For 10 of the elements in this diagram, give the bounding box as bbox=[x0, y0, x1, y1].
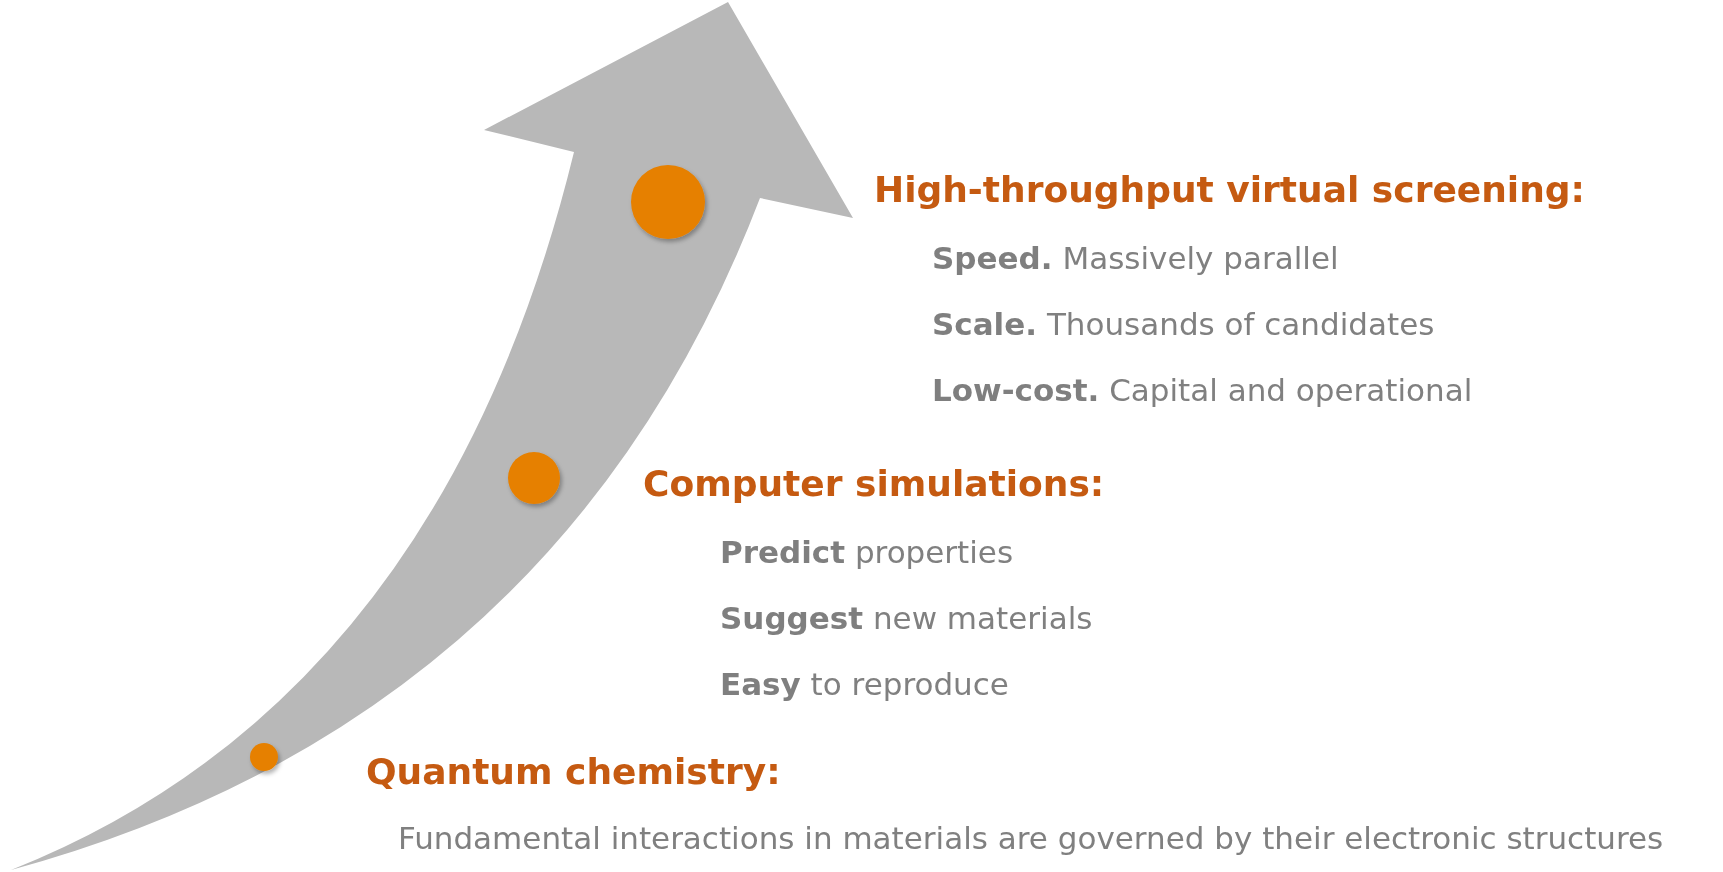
section-heading: Quantum chemistry: bbox=[366, 750, 781, 794]
section-heading: High-throughput virtual screening: bbox=[874, 168, 1585, 212]
description-text: Fundamental interactions in materials are governed by their electronic structures bbox=[398, 820, 1664, 858]
feature-item: Predict properties bbox=[720, 534, 1014, 572]
section-heading: Computer simulations: bbox=[643, 462, 1105, 506]
feature-item: Low-cost. Capital and operational bbox=[932, 372, 1473, 410]
feature-item: Scale. Thousands of candidates bbox=[932, 306, 1435, 344]
feature-item: Speed. Massively parallel bbox=[932, 240, 1339, 278]
feature-item: Easy to reproduce bbox=[720, 666, 1009, 704]
feature-item: Suggest new materials bbox=[720, 600, 1093, 638]
